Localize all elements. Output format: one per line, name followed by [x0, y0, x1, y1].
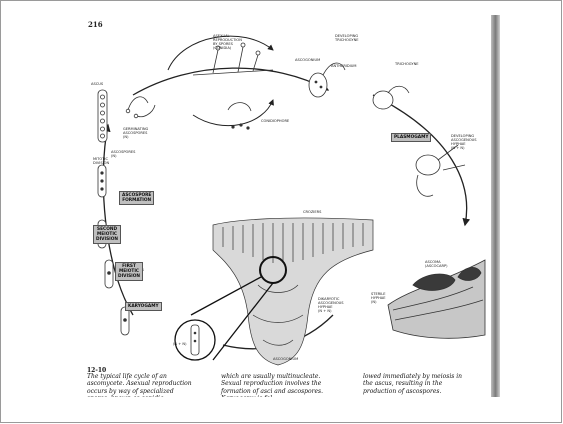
second-meiotic-box: SECOND MEIOTIC DIVISION	[93, 225, 121, 244]
plasmogamy-box: PLASMOGAMY	[391, 133, 431, 142]
caption-column-2: which are usually multinucleate. Sexual …	[221, 373, 326, 397]
ascospores-label: ASCOSPORES(n)	[111, 150, 136, 158]
conidiophore-label: CONIDIOPHORE	[261, 119, 290, 123]
scanned-textbook-page: 216	[73, 15, 491, 397]
ascogonium-sketch	[309, 63, 409, 109]
karyogamy-box: KARYOGAMY	[125, 302, 162, 311]
ascoma-on-substrate	[388, 260, 485, 338]
caption-column-1: The typical life cycle of an ascomycete.…	[87, 373, 192, 397]
ascogonium-top-label: ASCOGONIUM	[295, 58, 320, 62]
page-edge-shadow	[491, 15, 500, 397]
ascospore-formation-box: ASCOSPORE FORMATION	[119, 191, 154, 205]
nn-label: (n + n)	[173, 342, 187, 346]
croziers-label: CROZIERS	[303, 210, 322, 214]
ascogonium-bottom-label: ASCOGONIUM	[273, 357, 298, 361]
antheridium-label: ANTHERIDIUM	[331, 64, 356, 68]
trichogyne-label: TRICHOGYNE	[394, 62, 419, 66]
ascoma-label: ASCOMA(ASCOCARP)	[425, 260, 448, 268]
cycle-arrow-top	[133, 68, 328, 95]
conidia-hyphae-sketch	[193, 43, 273, 129]
first-meiotic-box: FIRST MEIOTIC DIVISION	[115, 262, 143, 281]
germinating-ascospores-sketch	[126, 97, 155, 118]
ascoma-cross-section	[213, 218, 373, 365]
ascus-label: ASCUS	[91, 82, 104, 86]
caption-column-3: lowed immediately by meiosis in the ascu…	[363, 373, 468, 395]
